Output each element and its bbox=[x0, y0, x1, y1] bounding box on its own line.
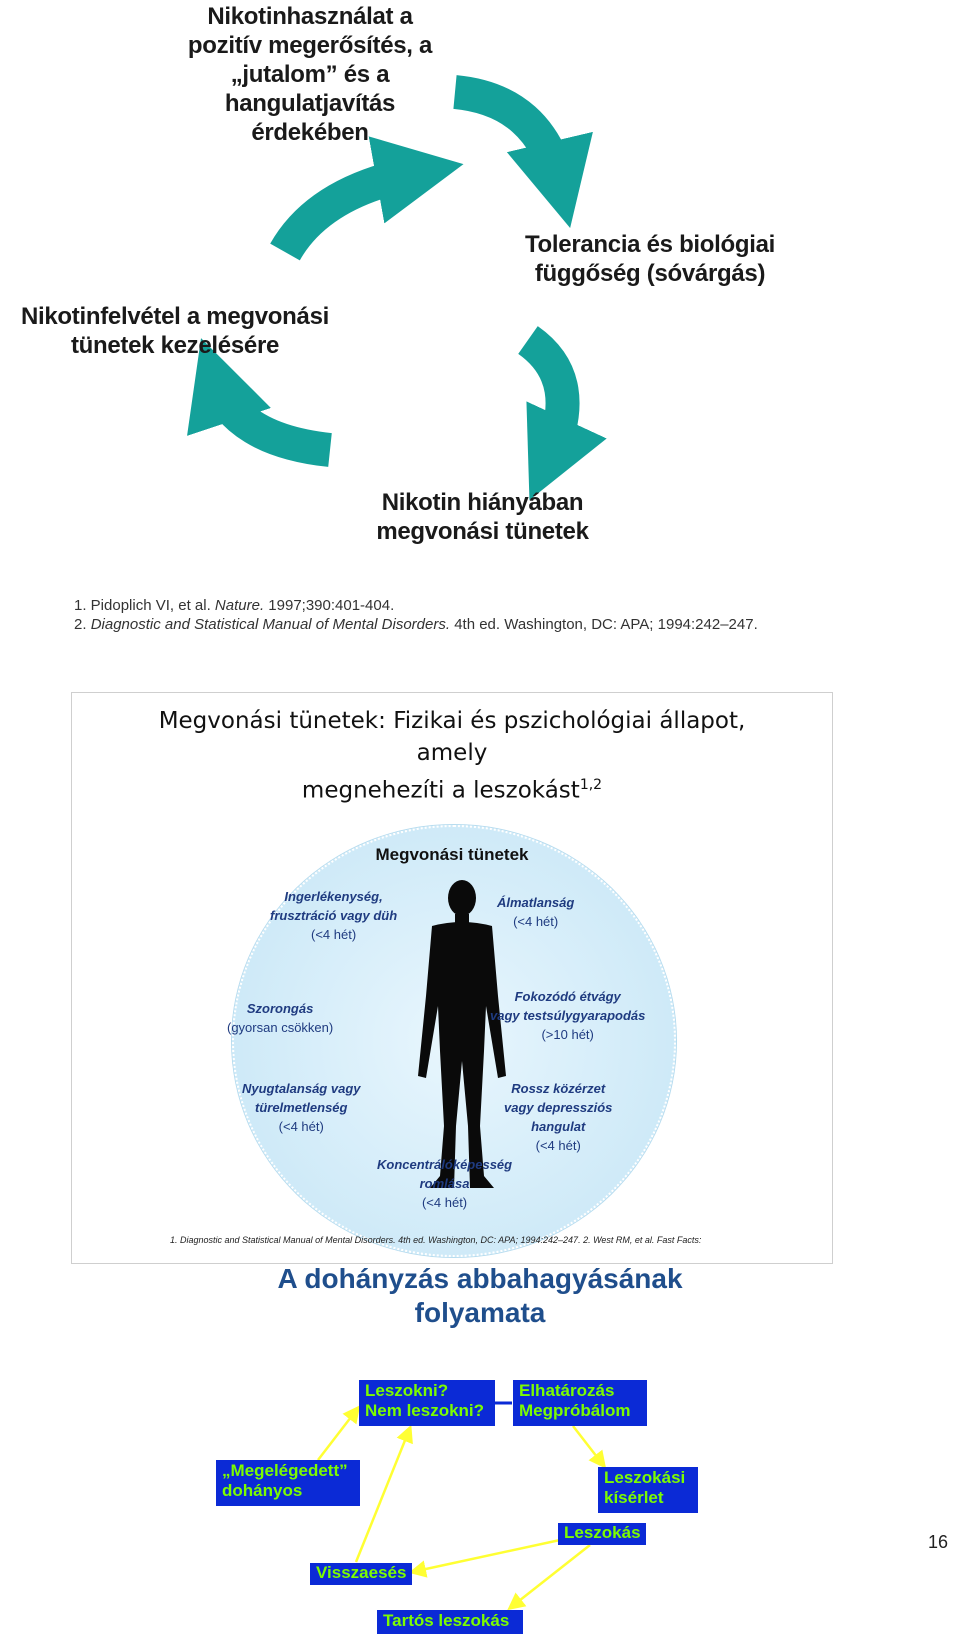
ref-text: 1. Pidoplich VI, et al. bbox=[74, 597, 215, 614]
symptom-line: Szorongás bbox=[246, 1001, 314, 1016]
slide-references: 1. Diagnostic and Statistical Manual of … bbox=[170, 1235, 702, 1245]
box-line: Nem leszokni? bbox=[365, 1401, 485, 1420]
quitting-process-diagram: Leszokni? Nem leszokni? Elhatározás Megp… bbox=[0, 1370, 960, 1638]
references: 1. Pidoplich VI, et al. Nature. 1997;390… bbox=[74, 596, 758, 634]
box-lasting-quit: Tartós leszokás bbox=[377, 1610, 523, 1634]
label-line: érdekében bbox=[251, 119, 369, 146]
box-satisfied-smoker: „Megelégedett” dohányos bbox=[216, 1460, 360, 1506]
symptom-duration: (gyorsan csökken) bbox=[227, 1020, 334, 1035]
title-line: amely bbox=[416, 740, 488, 766]
reference-2: 2. Diagnostic and Statistical Manual of … bbox=[74, 615, 758, 634]
box-line: Leszokni? bbox=[365, 1381, 449, 1400]
symptom-line: romlása bbox=[419, 1176, 470, 1191]
symptom-appetite: Fokozódó étvágy vagy testsúlygyarapodás … bbox=[490, 987, 645, 1044]
cycle-arrow-top-right bbox=[452, 75, 593, 229]
symptom-line: Fokozódó étvágy bbox=[514, 989, 621, 1004]
title-line: folyamata bbox=[414, 1297, 546, 1328]
symptom-line: Koncentrálóképesség bbox=[377, 1157, 513, 1172]
symptom-duration: (<4 hét) bbox=[310, 927, 357, 942]
cycle-arrows bbox=[187, 75, 607, 501]
arrow-satisfied-to-question bbox=[317, 1405, 361, 1461]
process-title: A dohányzás abbahagyásának folyamata bbox=[200, 1262, 760, 1330]
symptom-line: vagy depressziós bbox=[504, 1100, 613, 1115]
symptom-duration: (<4 hét) bbox=[513, 914, 559, 929]
cycle-label-tolerance: Tolerancia és biológiai függőség (sóvárg… bbox=[490, 230, 810, 288]
box-quitting: Leszokás bbox=[558, 1523, 646, 1545]
arrow-quit-to-lasting bbox=[507, 1544, 591, 1611]
symptom-line: vagy testsúlygyarapodás bbox=[490, 1008, 646, 1023]
cycle-label-withdrawal: Nikotin hiányában megvonási tünetek bbox=[345, 488, 620, 546]
cycle-label-intake: Nikotinfelvétel a megvonási tünetek keze… bbox=[0, 302, 350, 360]
cycle-label-reward: Nikotinhasználat a pozitív megerősítés, … bbox=[160, 2, 460, 147]
page-number: 16 bbox=[928, 1532, 949, 1552]
arrow-relapse-to-question bbox=[354, 1424, 413, 1563]
box-line: dohányos bbox=[222, 1481, 303, 1500]
box-line: Elhatározás bbox=[519, 1381, 615, 1400]
box-relapse: Visszaesés bbox=[310, 1563, 412, 1585]
box-quit-or-not: Leszokni? Nem leszokni? bbox=[359, 1380, 495, 1426]
ref-text: 4th ed. Washington, DC: APA; 1994:242–24… bbox=[450, 616, 758, 633]
symptom-line: türelmetlenség bbox=[255, 1100, 348, 1115]
box-line: kísérlet bbox=[604, 1488, 664, 1507]
symptom-insomnia: Álmatlanság (<4 hét) bbox=[497, 893, 574, 931]
label-line: megvonási tünetek bbox=[376, 518, 589, 545]
arrow-decision-to-attempt bbox=[572, 1425, 607, 1469]
label-line: tünetek kezelésére bbox=[70, 332, 280, 359]
label-line: Nikotinhasználat a bbox=[207, 3, 413, 30]
title-line: Megvonási tünetek: Fizikai és pszichológ… bbox=[158, 708, 746, 734]
ref-journal: Diagnostic and Statistical Manual of Men… bbox=[90, 616, 451, 633]
symptom-depressed-mood: Rossz közérzet vagy depressziós hangulat… bbox=[504, 1079, 612, 1155]
symptom-duration: (>10 hét) bbox=[541, 1027, 594, 1042]
symptom-restlessness: Nyugtalanság vagy türelmetlenség (<4 hét… bbox=[242, 1079, 361, 1136]
cycle-arrow-right-bottom bbox=[517, 326, 607, 501]
cycle-arrow-left-top bbox=[270, 136, 464, 261]
title-text: megnehezíti a leszokást bbox=[301, 777, 580, 804]
title-line: A dohányzás abbahagyásának bbox=[277, 1263, 683, 1294]
label-line: függőség (sóvárgás) bbox=[534, 260, 766, 287]
symptom-line: Ingerlékenység, bbox=[284, 889, 383, 904]
symptom-line: Álmatlanság bbox=[497, 895, 575, 910]
slide-title: Megvonási tünetek: Fizikai és pszichológ… bbox=[72, 705, 832, 807]
label-line: hangulatjavítás bbox=[224, 90, 396, 117]
symptom-duration: (<4 hét) bbox=[535, 1138, 581, 1153]
symptom-irritability: Ingerlékenység, frusztráció vagy düh (<4… bbox=[270, 887, 397, 944]
title-superscript: 1,2 bbox=[579, 777, 603, 793]
ref-text: 1997;390:401-404. bbox=[264, 597, 395, 614]
ref-text: 2. bbox=[74, 616, 91, 633]
reference-1: 1. Pidoplich VI, et al. Nature. 1997;390… bbox=[74, 596, 758, 615]
label-line: Nikotinfelvétel a megvonási bbox=[20, 303, 329, 330]
symptom-line: Rossz közérzet bbox=[511, 1081, 606, 1096]
box-quit-attempt: Leszokási kísérlet bbox=[598, 1467, 698, 1513]
label-line: Tolerancia és biológiai bbox=[524, 231, 776, 258]
box-line: Leszokási bbox=[604, 1468, 686, 1487]
human-silhouette-icon bbox=[418, 880, 506, 1188]
circle-title: Megvonási tünetek bbox=[375, 845, 529, 864]
box-line: Megpróbálom bbox=[519, 1401, 631, 1420]
label-line: „jutalom” és a bbox=[230, 61, 390, 88]
ref-journal: Nature. bbox=[214, 597, 265, 614]
symptom-concentration: Koncentrálóképesség romlása (<4 hét) bbox=[377, 1155, 512, 1212]
arrow-quit-to-relapse bbox=[408, 1538, 561, 1578]
symptom-line: hangulat bbox=[531, 1119, 586, 1134]
box-decision: Elhatározás Megpróbálom bbox=[513, 1380, 647, 1426]
title-line: megnehezíti a leszokást1,2 bbox=[72, 769, 832, 807]
symptom-duration: (<4 hét) bbox=[278, 1119, 324, 1134]
symptom-line: frusztráció vagy düh bbox=[270, 908, 398, 923]
label-line: Nikotin hiányában bbox=[381, 489, 584, 516]
label-line: pozitív megerősítés, a bbox=[187, 32, 433, 59]
withdrawal-symptoms-slide: Megvonási tünetek: Fizikai és pszichológ… bbox=[71, 692, 833, 1264]
addiction-cycle-diagram: Nikotinhasználat a pozitív megerősítés, … bbox=[0, 0, 960, 560]
symptom-duration: (<4 hét) bbox=[421, 1195, 468, 1210]
box-line: „Megelégedett” bbox=[222, 1461, 348, 1480]
cycle-arrow-bottom-left bbox=[187, 338, 332, 467]
symptom-line: Nyugtalanság vagy bbox=[242, 1081, 361, 1096]
symptom-anxiety: Szorongás (gyorsan csökken) bbox=[227, 999, 333, 1037]
